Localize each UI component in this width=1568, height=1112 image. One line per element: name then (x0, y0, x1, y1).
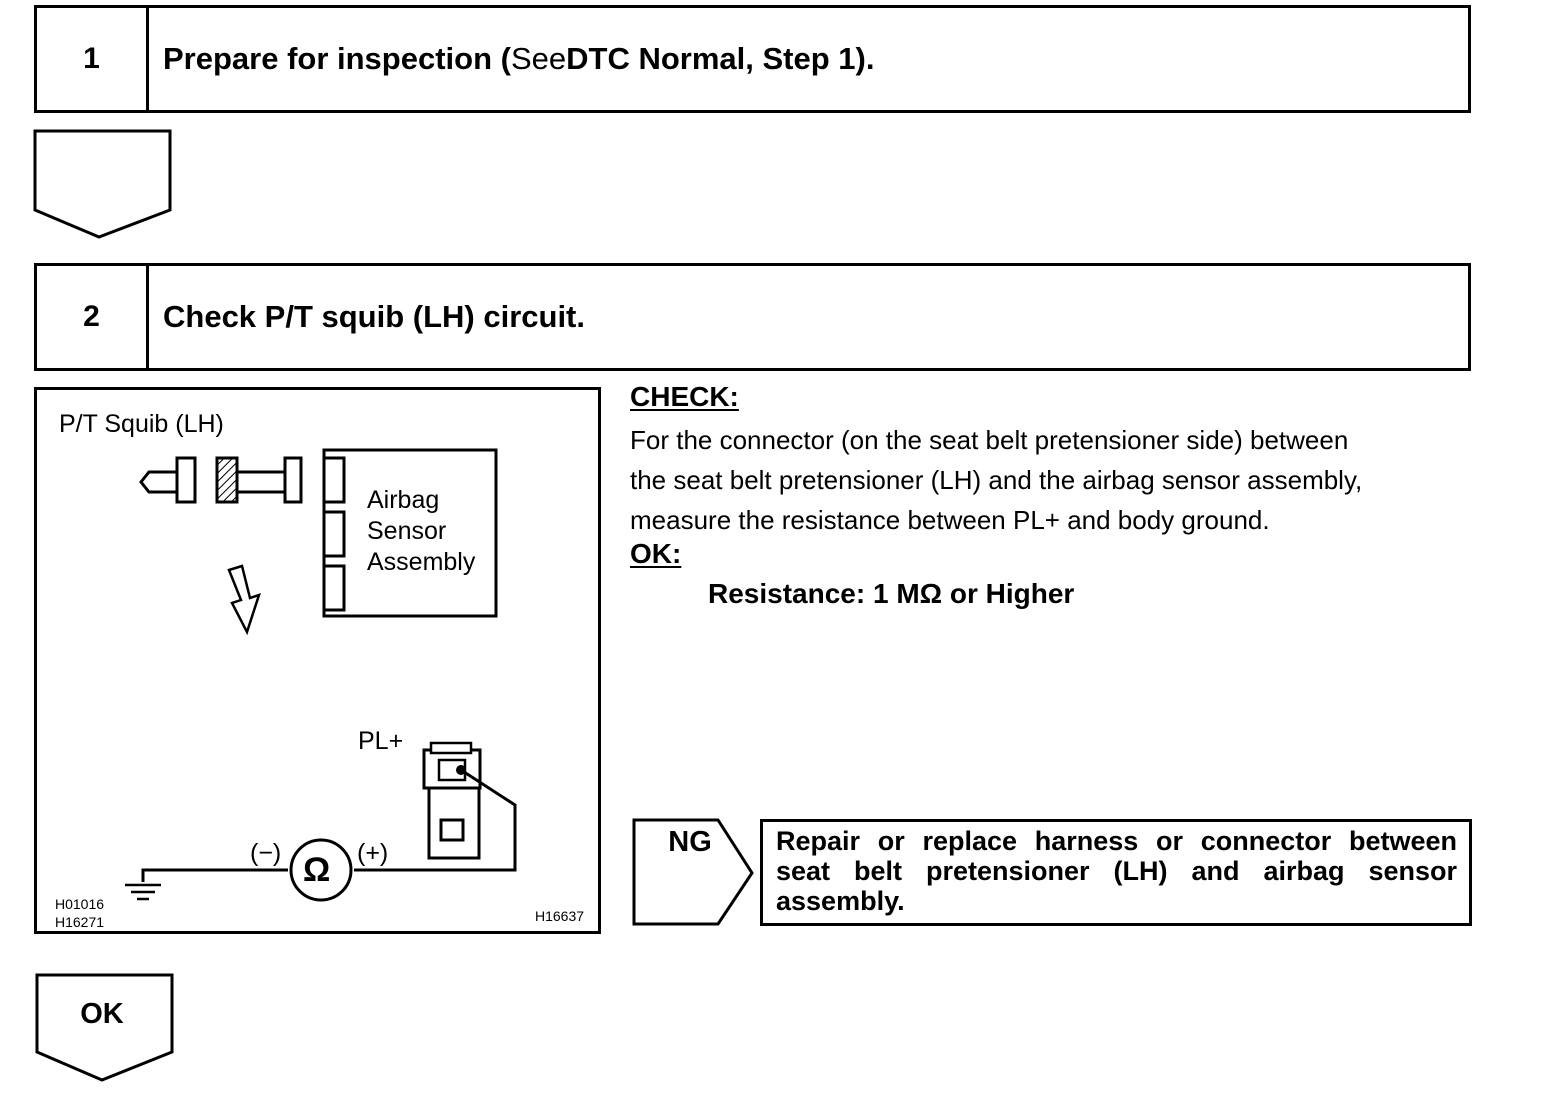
meter-plus-label: (+) (357, 839, 389, 867)
figure-code-right: H16637 (535, 908, 585, 924)
view-direction-arrow-icon (227, 564, 261, 636)
figure-code-left-1: H01016 (55, 896, 105, 912)
ohmmeter-icon (289, 838, 353, 902)
step-2-box: 2 Check P/T squib (LH) circuit. (34, 263, 1471, 371)
step-1-number: 1 (37, 8, 149, 110)
meter-minus-label: (−) (250, 839, 282, 867)
ok-heading: OK: (630, 538, 682, 569)
check-instructions: For the connector (on the seat belt pret… (630, 420, 1362, 540)
squib-connector-icon (139, 456, 303, 504)
step-1-title-part-b: See (510, 41, 567, 76)
step-2-number: 2 (37, 266, 149, 368)
check-line-3: measure the resistance between PL+ and b… (630, 505, 1270, 535)
diagram-drawing (125, 448, 517, 902)
step-1-title-part-a: Prepare for inspection ( (163, 41, 511, 76)
sensor-label-line-2: Sensor (367, 517, 447, 545)
step-1-title: Prepare for inspection (See DTC Normal, … (163, 8, 874, 110)
check-line-2: the seat belt pretensioner (LH) and the … (630, 465, 1363, 495)
ng-arrow-icon (632, 818, 754, 926)
check-heading: CHECK: (630, 381, 739, 412)
ok-flow-label: OK (80, 998, 124, 1030)
step-2-title: Check P/T squib (LH) circuit. (163, 299, 585, 334)
terminal-label: PL+ (358, 727, 404, 755)
step-1-box: 1 Prepare for inspection (See DTC Normal… (34, 5, 1471, 113)
flow-arrow-down-icon (33, 129, 172, 239)
pretensioner-connector-icon (422, 741, 482, 860)
ground-icon (125, 883, 161, 901)
squib-label: P/T Squib (LH) (59, 410, 224, 438)
step-1-title-part-c: DTC Normal, Step 1). (566, 41, 875, 76)
resistance-spec: Resistance: 1 MΩ or Higher (708, 578, 1075, 609)
sensor-label-line-1: Airbag (367, 486, 440, 514)
inspection-diagram: P/T Squib (LH) Airbag Sensor Assembly PL… (34, 387, 601, 934)
figure-code-left-2: H16271 (55, 914, 105, 930)
sensor-label: Airbag Sensor Assembly (367, 485, 475, 578)
airbag-sensor-assembly-icon (322, 448, 498, 618)
check-line-1: For the connector (on the seat belt pret… (630, 425, 1349, 455)
ng-repair-action: Repair or replace harness or connector b… (760, 819, 1472, 926)
ng-label: NG (668, 826, 712, 858)
sensor-label-line-3: Assembly (367, 548, 476, 576)
meter-symbol: Ω (303, 851, 331, 889)
ok-flow-arrow-icon (35, 973, 174, 1082)
